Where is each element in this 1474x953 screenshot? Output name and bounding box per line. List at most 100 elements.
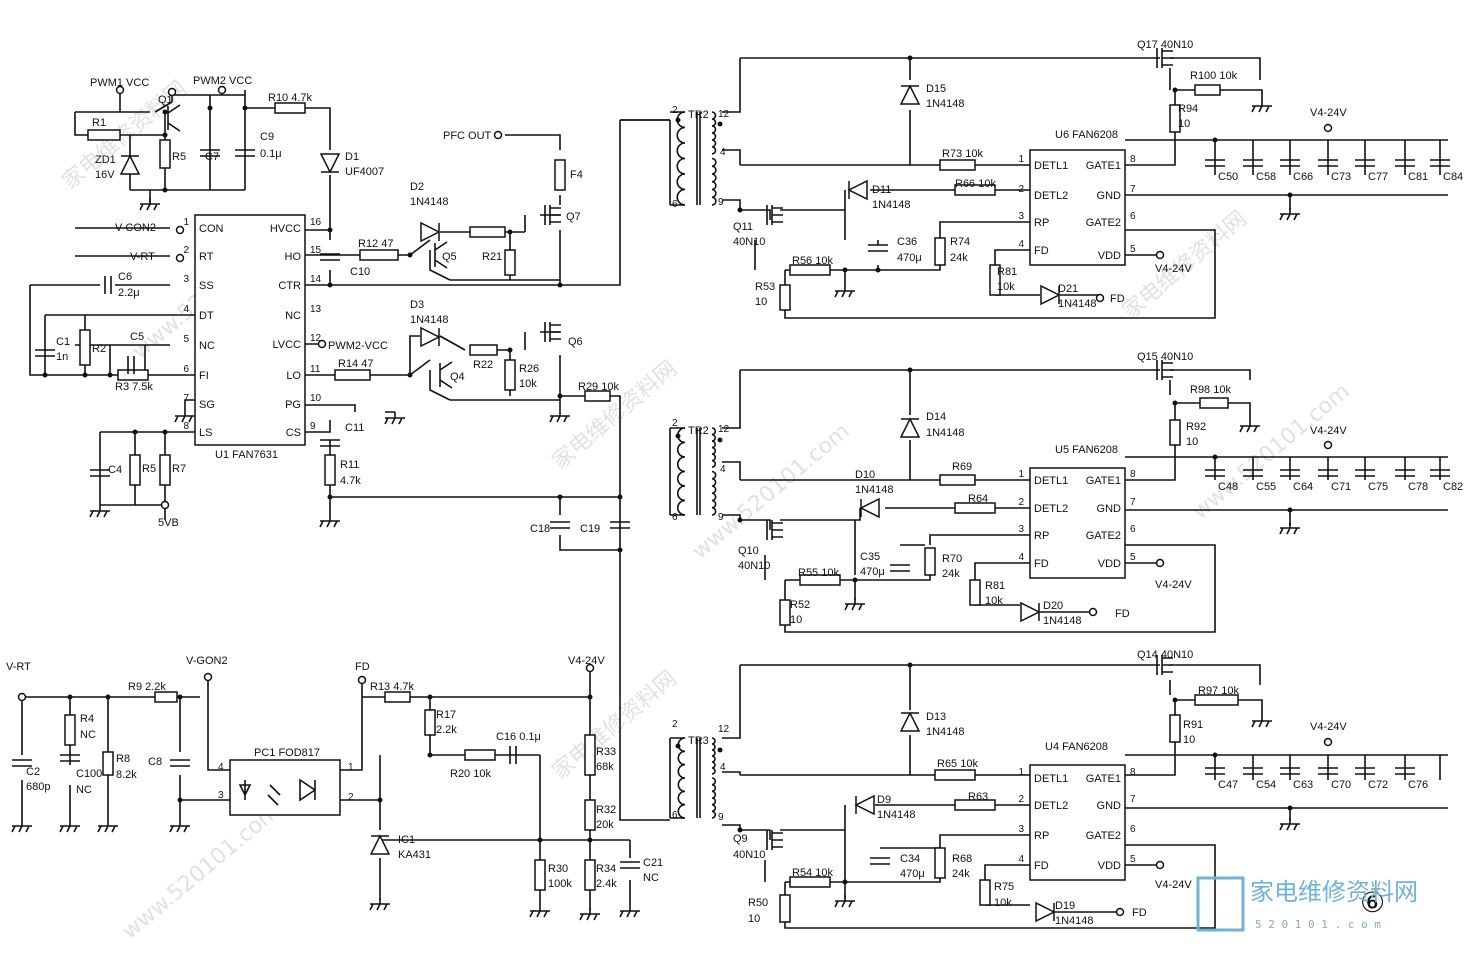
resistor xyxy=(939,159,976,171)
part-label: D9 xyxy=(877,794,891,806)
part-label: 10 xyxy=(748,913,760,925)
transformer-core xyxy=(696,112,701,205)
part-label: R17 xyxy=(436,709,456,721)
capacitor-label: C75 xyxy=(1368,481,1388,493)
ic-pin-number: 5 xyxy=(183,334,189,345)
part-label: UF4007 xyxy=(345,166,384,178)
capacitor-label: C82 xyxy=(1443,481,1463,493)
transformer-winding xyxy=(711,470,717,516)
watermark: www.520101.com xyxy=(118,799,285,945)
capacitor-label: C72 xyxy=(1368,779,1388,791)
part-label: R20 10k xyxy=(450,768,491,780)
resistor xyxy=(934,769,976,781)
part-label: R30 xyxy=(548,863,568,875)
part-label: Q17 40N10 xyxy=(1137,39,1193,51)
ic-pin-number: 2 xyxy=(1018,497,1024,508)
capacitor xyxy=(550,521,570,529)
capacitor xyxy=(1395,767,1415,775)
ic-pin-name: CTR xyxy=(278,280,301,292)
part-label: 1N4148 xyxy=(872,199,911,211)
ic-pin-number: 2 xyxy=(1018,184,1024,195)
part-label: C4 xyxy=(108,464,122,476)
part-label: R33 xyxy=(596,746,616,758)
part-label: F4 xyxy=(570,169,583,181)
part-label: 24k xyxy=(942,568,960,580)
part-label: R7 xyxy=(172,463,186,475)
ic-pin-number: 3 xyxy=(183,274,189,285)
part-label: NC xyxy=(80,729,96,741)
terminal xyxy=(1155,860,1165,870)
transformer-pins: 2 6 12 4 9 2 6 12 4 9 2 6 12 4 9 xyxy=(672,105,730,823)
part-label: R69 xyxy=(952,461,972,473)
part-label: R81 xyxy=(997,266,1017,278)
part-label: C16 0.1μ xyxy=(496,731,541,743)
part-label: 24k xyxy=(952,868,970,880)
part-label: C8 xyxy=(148,756,162,768)
logo-url: 5 2 0 1 0 1 . c o m xyxy=(1255,918,1381,931)
ic-pin-name: VDD xyxy=(1098,860,1121,872)
part-label: R21 xyxy=(482,251,502,263)
resistor xyxy=(934,847,946,879)
part-label: R73 10k xyxy=(942,148,983,160)
capacitor-label: C76 xyxy=(1408,779,1428,791)
capacitor xyxy=(1280,159,1300,167)
part-label: 1n xyxy=(56,351,68,363)
ground-symbol xyxy=(1279,208,1300,221)
part-label: R74 xyxy=(950,236,970,248)
ic-pin-number: 1 xyxy=(1018,767,1024,778)
diode xyxy=(854,794,875,816)
part-label: R70 xyxy=(942,553,962,565)
ground-symbol xyxy=(549,410,570,423)
net-label: FD xyxy=(1110,293,1125,305)
resistor xyxy=(79,329,91,366)
ic-pin-name: GATE2 xyxy=(1086,530,1121,542)
diode xyxy=(1040,284,1061,306)
ic-pin-name: GND xyxy=(1097,503,1122,515)
part-label: 10k xyxy=(994,897,1012,909)
ground-symbol xyxy=(174,410,195,423)
terminal xyxy=(17,692,27,702)
net-label: V4-24V xyxy=(1310,107,1347,119)
part-label: Q4 xyxy=(450,371,465,383)
ic-pin-name: FD xyxy=(1034,860,1049,872)
net-label: PWM2 VCC xyxy=(193,75,252,87)
opto-label: PC1 FOD817 xyxy=(254,747,320,759)
resistor xyxy=(359,249,399,261)
part-label: R92 xyxy=(1186,421,1206,433)
ic-pin-name: HO xyxy=(285,251,302,263)
part-label: R11 xyxy=(340,459,359,471)
ic-pin-name: RT xyxy=(199,251,214,263)
part-label: 470μ xyxy=(860,566,885,578)
part-label: R97 10k xyxy=(1198,685,1239,697)
capacitor xyxy=(509,746,517,764)
ic-pin-number: 7 xyxy=(1130,184,1136,195)
ic-pin-number: 9 xyxy=(310,421,316,432)
net-label: FD xyxy=(355,661,370,673)
polarity-dot xyxy=(675,117,681,123)
pin-num: 9 xyxy=(718,812,724,823)
terminal xyxy=(1323,440,1333,450)
resistor xyxy=(64,714,76,746)
net-label: V-CON2 xyxy=(115,222,156,234)
ic-pin-name: CON xyxy=(199,223,224,235)
resistor xyxy=(534,859,546,891)
capacitor xyxy=(127,356,135,374)
polarity-dot xyxy=(675,433,681,439)
part-label: R56 10k xyxy=(792,255,833,267)
ground-symbol xyxy=(579,908,600,921)
mosfet-symbol xyxy=(766,520,783,540)
part-label: R12 47 xyxy=(358,238,393,250)
polarity-dot xyxy=(675,743,681,749)
part-label: 16V xyxy=(95,169,115,181)
ic-pin-number: 5 xyxy=(1130,244,1136,255)
capacitor-label: C84 xyxy=(1443,171,1463,183)
capacitor-label: C73 xyxy=(1331,171,1351,183)
resistor xyxy=(1194,694,1239,706)
resistor xyxy=(799,574,841,586)
net-label: V4-24V xyxy=(1310,721,1347,733)
ground-symbol xyxy=(844,598,865,611)
